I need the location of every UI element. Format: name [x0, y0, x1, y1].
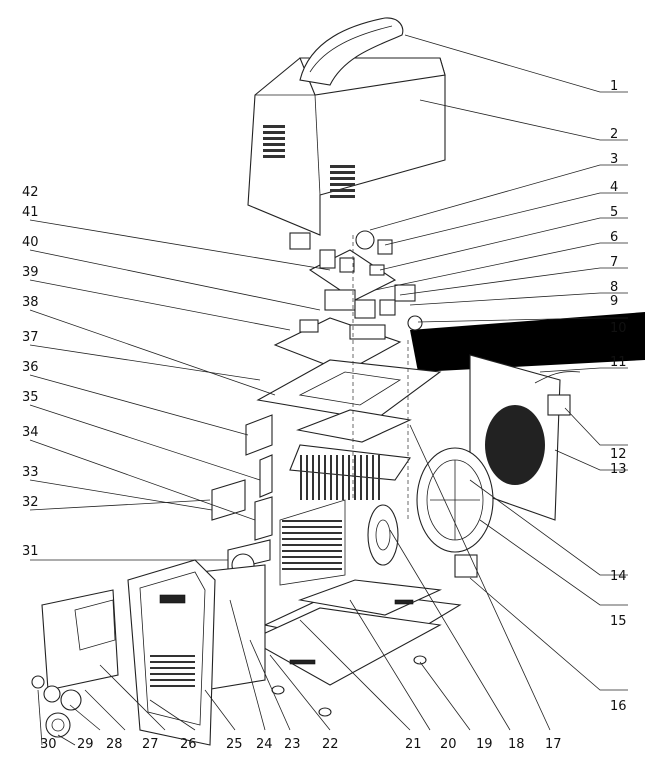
callout-15: 15: [610, 614, 627, 629]
callout-13: 13: [610, 462, 627, 477]
callout-34: 34: [22, 425, 39, 440]
output-connectors: [31, 675, 82, 738]
callout-12: 12: [610, 447, 627, 462]
callout-5: 5: [610, 205, 618, 220]
callout-31: 31: [22, 544, 39, 559]
callout-35: 35: [22, 390, 39, 405]
callout-4: 4: [610, 180, 618, 195]
callout-14: 14: [610, 569, 627, 584]
highlight-wedge: [410, 312, 645, 372]
callout-labels: 1 2 3 4 5 6 7 8 9 10 11 12 13 14 15 16 1…: [22, 79, 627, 752]
callout-30: 30: [40, 737, 57, 752]
callout-23: 23: [284, 737, 301, 752]
callout-2: 2: [610, 127, 618, 142]
callout-40: 40: [22, 235, 39, 250]
mid-plate: [256, 359, 442, 421]
callout-16: 16: [610, 699, 627, 714]
callout-28: 28: [106, 737, 123, 752]
toroid-coil: [367, 504, 399, 566]
rear-panel: [469, 354, 561, 521]
callout-3: 3: [610, 152, 618, 167]
callout-18: 18: [508, 737, 525, 752]
callout-8: 8: [610, 280, 618, 295]
callout-42: 42: [22, 185, 39, 200]
callout-6: 6: [610, 230, 618, 245]
callout-22: 22: [322, 737, 339, 752]
heatsink: [289, 409, 412, 500]
callout-20: 20: [440, 737, 457, 752]
callout-29: 29: [77, 737, 94, 752]
callout-11: 11: [610, 355, 627, 370]
control-board: [41, 589, 119, 691]
callout-19: 19: [476, 737, 493, 752]
transformer-stack: [279, 499, 346, 586]
power-switch: [534, 371, 581, 416]
feet: [271, 655, 427, 717]
callout-27: 27: [142, 737, 159, 752]
callout-25: 25: [226, 737, 243, 752]
callout-38: 38: [22, 295, 39, 310]
leader-lines: [29, 34, 628, 746]
callout-7: 7: [610, 255, 618, 270]
callout-10: 10: [610, 321, 627, 336]
callout-9: 9: [610, 294, 618, 309]
callout-39: 39: [22, 265, 39, 280]
callout-37: 37: [22, 330, 39, 345]
callout-24: 24: [256, 737, 273, 752]
fan: [416, 447, 494, 553]
callout-32: 32: [22, 495, 39, 510]
left-components: [211, 414, 273, 577]
top-cover: [247, 57, 446, 236]
callout-36: 36: [22, 360, 39, 375]
callout-41: 41: [22, 205, 39, 220]
front-face: [127, 559, 216, 746]
upper-electronics: [273, 230, 423, 373]
callout-26: 26: [180, 737, 197, 752]
bracket: [454, 554, 478, 578]
callout-1: 1: [610, 79, 618, 94]
handle: [299, 17, 404, 86]
callout-33: 33: [22, 465, 39, 480]
callout-21: 21: [405, 737, 422, 752]
assembly-guide-lines: [352, 235, 409, 520]
callout-17: 17: [545, 737, 562, 752]
